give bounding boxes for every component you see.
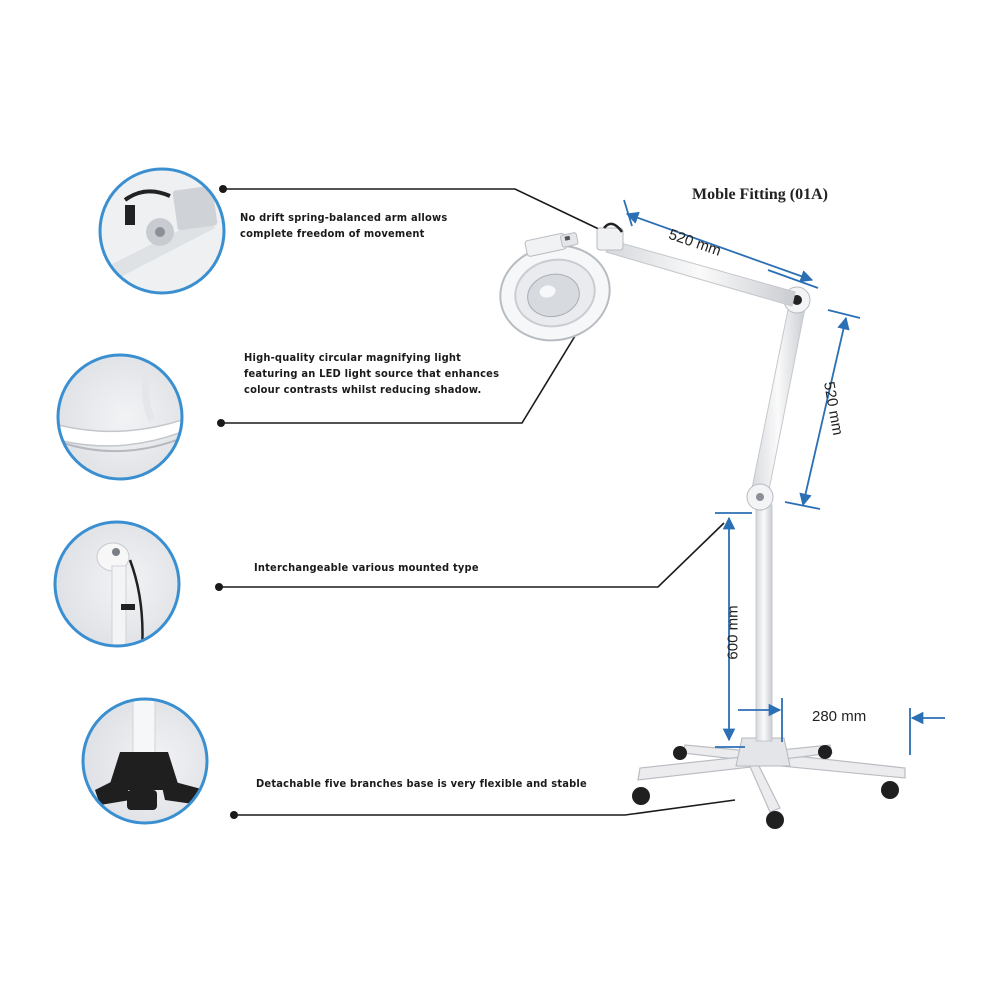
detail-bubble-mount: [55, 522, 179, 646]
dimension-arrows: [623, 199, 945, 755]
detail-bubble-arm: [100, 169, 224, 293]
leader-dots: [215, 185, 238, 819]
callout-light-line-2: featuring an LED light source that enhan…: [244, 367, 500, 380]
callout-base-line-1: Detachable five branches base is very fl…: [256, 777, 587, 790]
dimension-base: 280 mm: [812, 708, 867, 725]
bubble-ring-2: [56, 353, 184, 481]
callout-arm-line-2: complete freedom of movement: [240, 227, 425, 240]
callout-arm-line-1: No drift spring-balanced arm allows: [240, 211, 448, 224]
callout-light: High-quality circular magnifying light f…: [244, 350, 499, 398]
detail-bubble-base: [83, 699, 207, 823]
leader-lines: [219, 188, 736, 816]
callout-mount-line-1: Interchangeable various mounted type: [254, 561, 479, 574]
callout-light-line-3: colour contrasts whilst reducing shadow.: [244, 383, 482, 396]
diagram-title: Moble Fitting (01A): [692, 186, 828, 203]
dimension-pole: 600 mm: [724, 605, 742, 660]
lamp-illustration: [499, 222, 906, 829]
callout-mount: Interchangeable various mounted type: [254, 560, 479, 576]
bubble-ring-3: [53, 520, 181, 648]
callout-base: Detachable five branches base is very fl…: [256, 776, 587, 792]
callout-light-line-1: High-quality circular magnifying light: [244, 351, 462, 364]
bubble-ring-1: [98, 167, 226, 295]
callout-arm: No drift spring-balanced arm allows comp…: [240, 210, 447, 242]
bubble-ring-4: [81, 697, 209, 825]
detail-bubble-light: [58, 355, 182, 479]
